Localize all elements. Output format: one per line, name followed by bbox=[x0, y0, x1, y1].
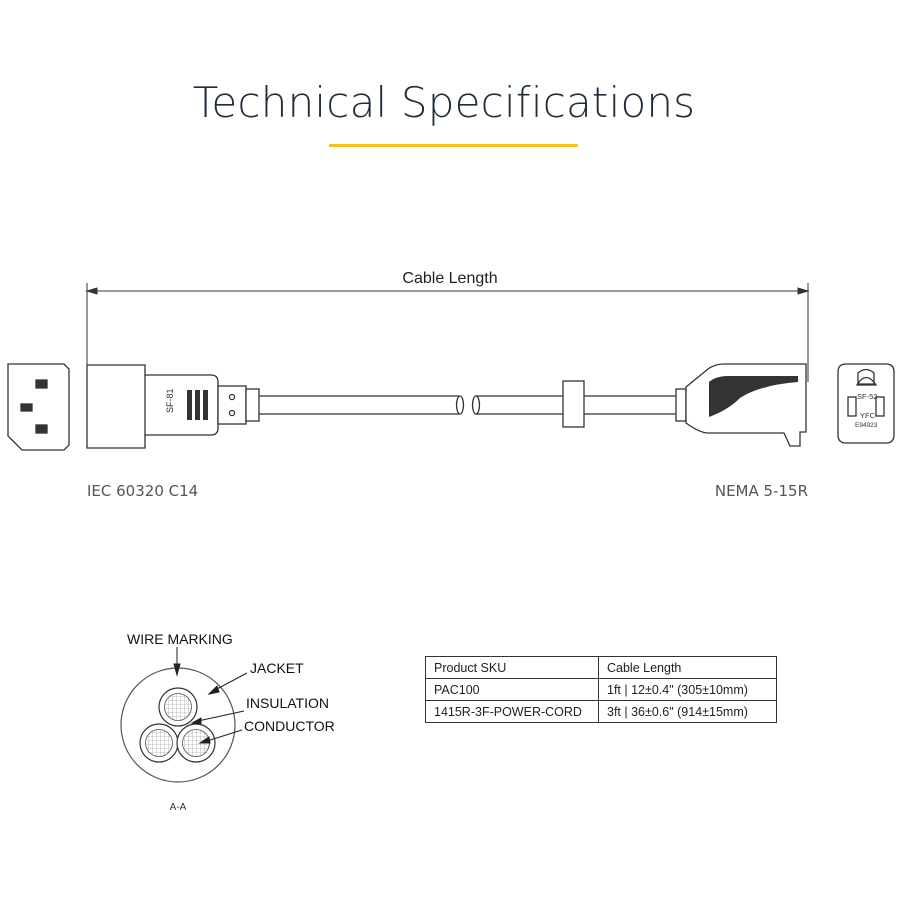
title-accent-line bbox=[329, 144, 578, 147]
table-row: 1415R-3F-POWER-CORD 3ft | 36±0.6" (914±1… bbox=[425, 700, 777, 723]
table-row: PAC100 1ft | 12±0.4" (305±10mm) bbox=[425, 678, 777, 701]
right-plug-maker: YFC bbox=[860, 411, 876, 420]
left-plug-marking: SF-81 bbox=[165, 388, 175, 413]
c14-connector-face bbox=[7, 363, 70, 451]
row-sku: 1415R-3F-POWER-CORD bbox=[425, 700, 599, 723]
jacket-label: JACKET bbox=[250, 660, 304, 676]
table-header-row: Product SKU Cable Length bbox=[425, 656, 777, 679]
dimension-line bbox=[85, 283, 810, 382]
wire-marking-label: WIRE MARKING bbox=[127, 631, 233, 647]
leader-lines bbox=[173, 647, 248, 744]
row-length: 3ft | 36±0.6" (914±15mm) bbox=[598, 700, 777, 723]
page-title: Technical Specifications bbox=[192, 78, 696, 127]
header-cable-length: Cable Length bbox=[598, 656, 777, 679]
dimension-label: Cable Length bbox=[402, 270, 497, 287]
right-plug-marking: SF-52 bbox=[857, 392, 877, 401]
header-product-sku: Product SKU bbox=[425, 656, 599, 679]
cable bbox=[259, 380, 676, 428]
row-length: 1ft | 12±0.4" (305±10mm) bbox=[598, 678, 777, 701]
right-plug-body bbox=[675, 363, 807, 447]
left-plug-body bbox=[86, 364, 260, 449]
spec-table: Product SKU Cable Length PAC100 1ft | 12… bbox=[425, 656, 777, 723]
right-connector-label: NEMA 5-15R bbox=[714, 482, 808, 500]
insulation-label: INSULATION bbox=[246, 695, 329, 711]
conductor-label: CONDUCTOR bbox=[244, 718, 335, 734]
row-sku: PAC100 bbox=[425, 678, 599, 701]
cable-cross-section bbox=[120, 667, 236, 783]
right-plug-cert: E94923 bbox=[855, 422, 878, 429]
section-label: A-A bbox=[170, 802, 187, 813]
left-connector-label: IEC 60320 C14 bbox=[87, 482, 199, 500]
nema-5-15r-face bbox=[837, 363, 895, 444]
